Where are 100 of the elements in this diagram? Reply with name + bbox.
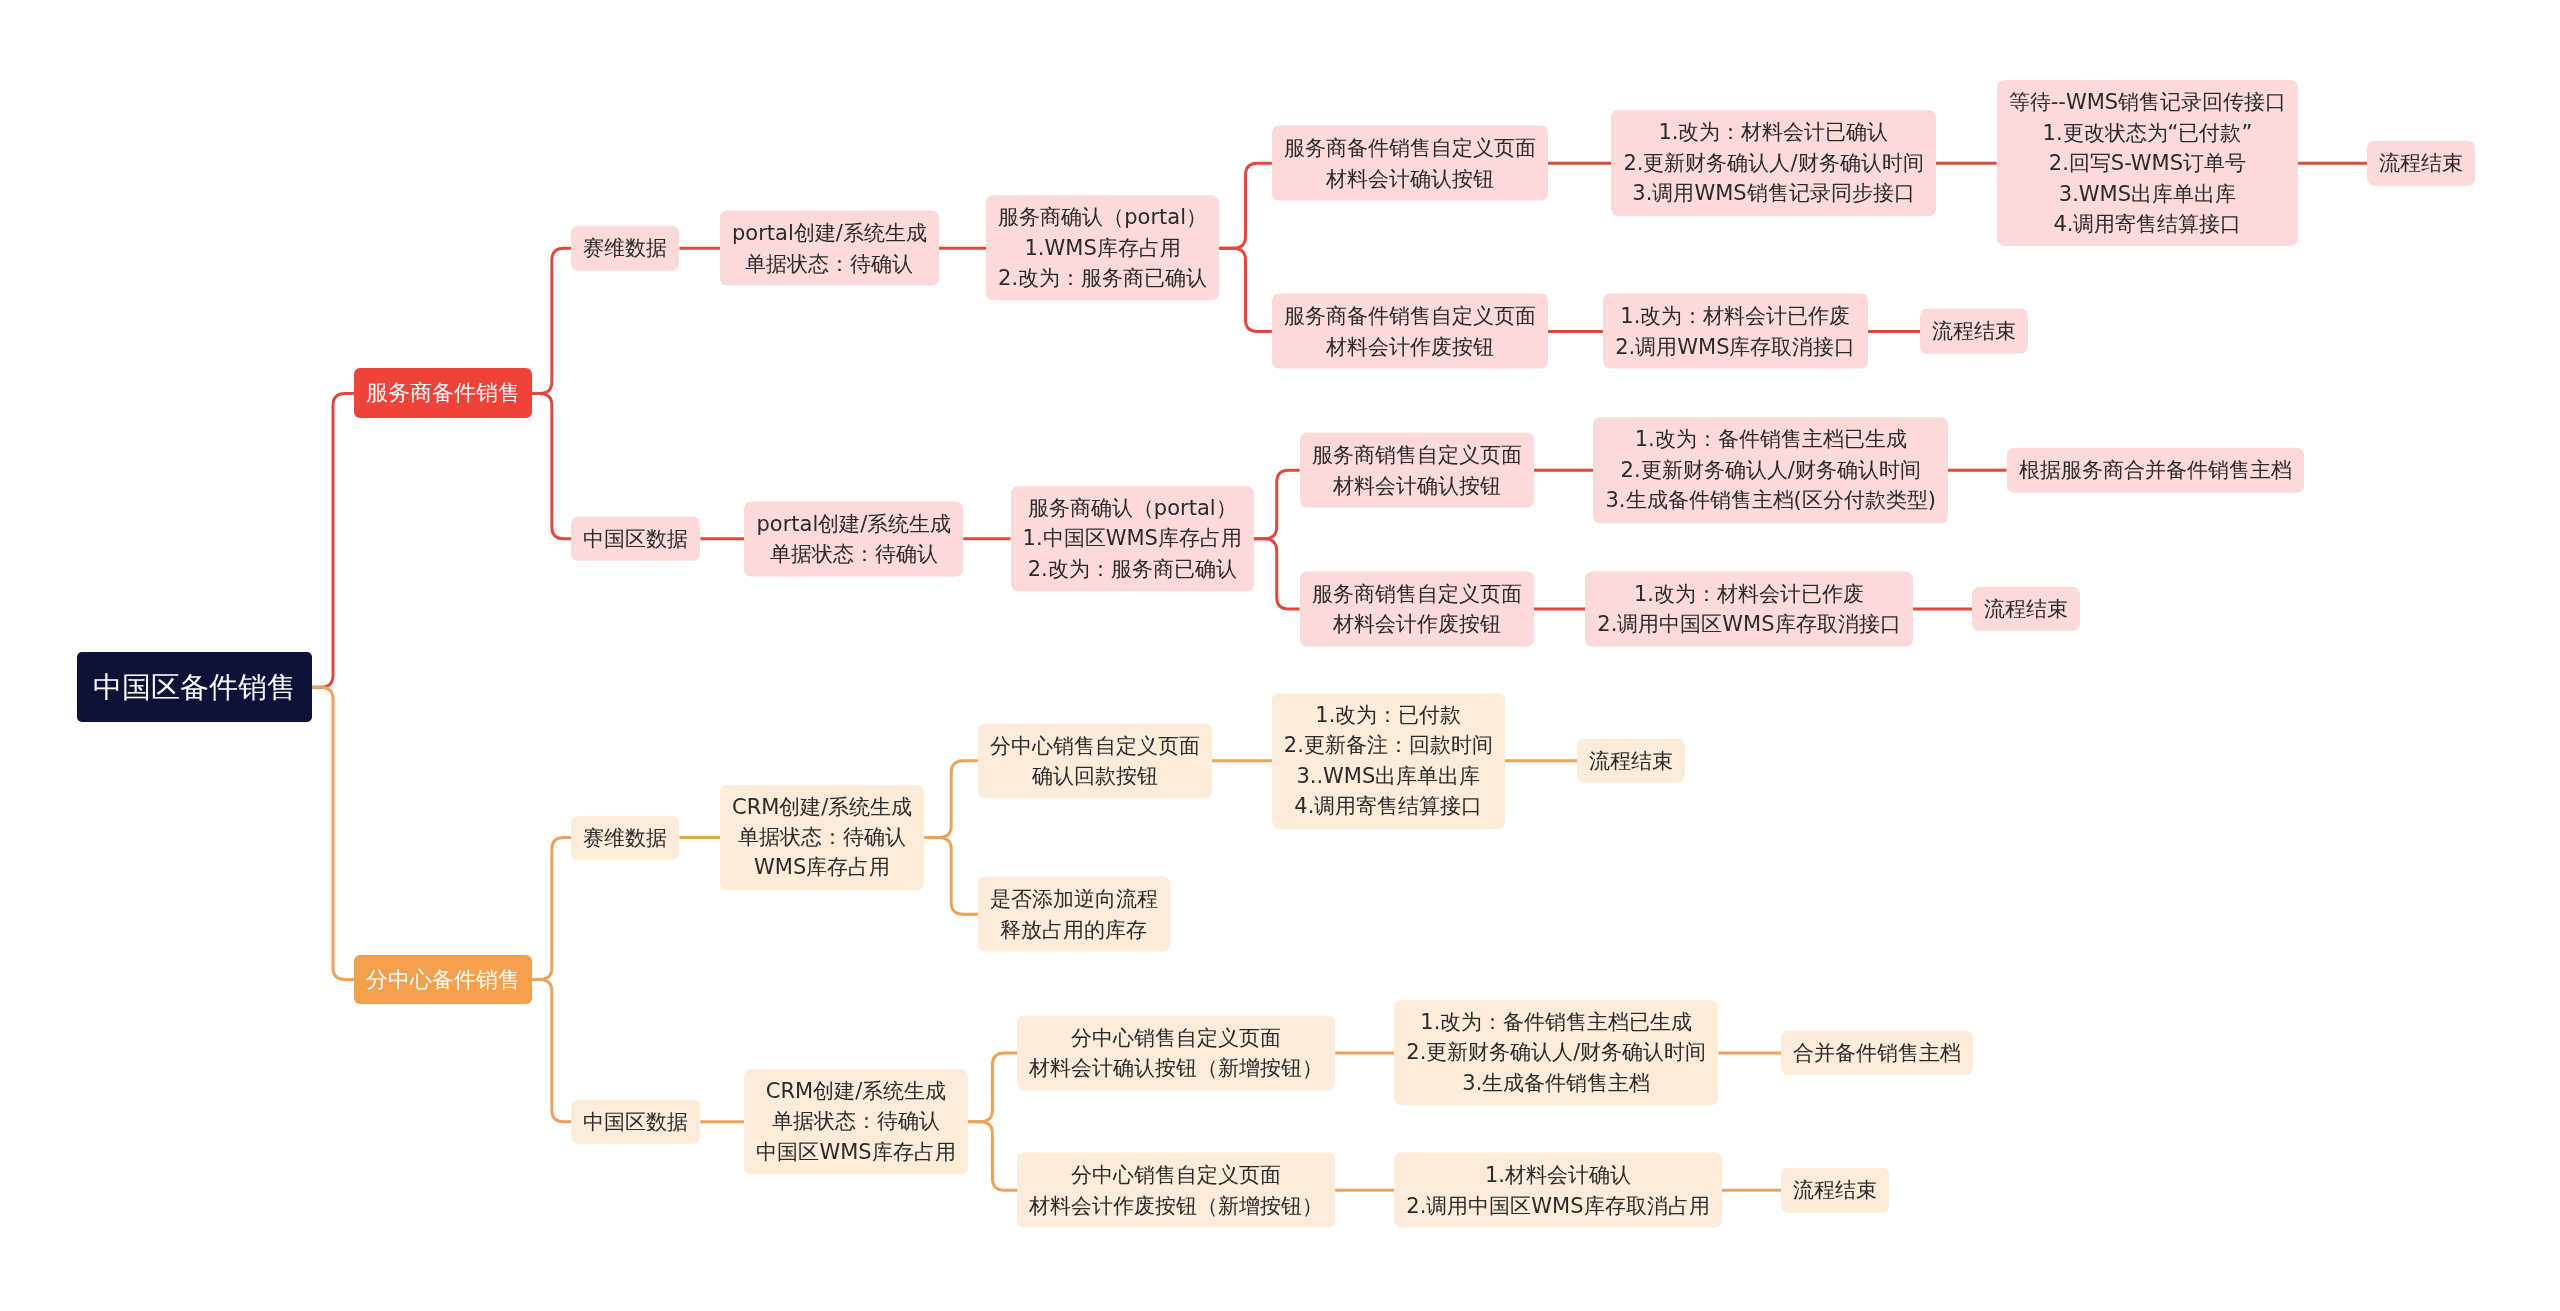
root-topic <box>76 652 312 723</box>
topic-box <box>1017 1015 1336 1091</box>
topic-text: 4.调用寄售结算接口 <box>1294 793 1483 821</box>
topic-text: 3.生成备件销售主档(区分付款类型) <box>1605 487 1936 515</box>
topic-box <box>744 1068 968 1175</box>
topic-box <box>1010 486 1254 592</box>
topic-text: 单据状态：待确认 <box>745 250 914 278</box>
topic-box <box>720 784 925 891</box>
topic-box <box>1603 294 1868 369</box>
topic-text: 1.改为：材料会计已作废 <box>1633 580 1864 608</box>
connector-line <box>1533 607 1586 611</box>
topic-text: 是否添加逆向流程 <box>989 885 1158 913</box>
topic-box <box>1996 80 2299 247</box>
topic-text: 中国区数据 <box>583 525 689 553</box>
topic-text: 中国区备件销售 <box>92 669 296 707</box>
topic-text: 赛维数据 <box>583 234 668 262</box>
topic-text: 流程结束 <box>1793 1177 1878 1204</box>
topic-text: 2.改为：服务商已确认 <box>1027 556 1237 583</box>
topic-box <box>1271 294 1548 369</box>
topic-box <box>1299 571 1534 647</box>
topic-text: 材料会计作废按钮 <box>1325 333 1494 361</box>
topic-text: 赛维数据 <box>583 824 668 852</box>
topic-box <box>571 1099 701 1144</box>
topic-text: 分中心备件销售 <box>366 965 521 994</box>
connector-line <box>700 537 745 541</box>
connector-line <box>2298 161 2368 165</box>
topic-text: 2.更新财务确认人/财务确认时间 <box>1406 1039 1707 1067</box>
topic-text: 确认回款按钮 <box>1031 762 1158 790</box>
topic-text: CRM创建/系统生成 <box>765 1077 947 1105</box>
topic-text: 2.调用WMS库存取消接口 <box>1615 333 1856 361</box>
topic-text: 服务商备件销售自定义页面 <box>1283 303 1536 330</box>
topic-text: 单据状态：待确认 <box>772 1108 941 1136</box>
topic-box <box>977 876 1170 952</box>
branch-topic <box>354 368 533 419</box>
topic-text: 3..WMS出库单出库 <box>1296 762 1481 790</box>
topic-text: 2.更新财务确认人/财务确认时间 <box>1620 457 1921 484</box>
connector-line <box>963 537 1011 541</box>
connector-line <box>679 836 720 840</box>
topic-text: 中国区数据 <box>583 1108 689 1136</box>
topic-box <box>744 501 964 577</box>
topic-box <box>2367 141 2476 186</box>
topic-text: 分中心销售自定义页面 <box>1071 1024 1282 1052</box>
topic-box <box>1611 110 1936 216</box>
topic-box <box>986 195 1220 301</box>
topic-text: 服务商确认（portal） <box>998 204 1207 232</box>
topic-box <box>1394 1000 1719 1106</box>
topic-text: 流程结束 <box>1589 747 1674 775</box>
topic-text: 分中心销售自定义页面 <box>989 732 1200 760</box>
connector-line <box>1211 759 1272 763</box>
topic-box <box>1394 1152 1722 1228</box>
topic-text: 材料会计确认按钮 <box>1325 165 1494 193</box>
topic-text: 释放占用的库存 <box>1000 916 1148 944</box>
topic-text: 分中心销售自定义页面 <box>1071 1161 1282 1189</box>
topic-text: 中国区WMS库存占用 <box>756 1138 956 1166</box>
topic-box <box>2006 448 2304 493</box>
topic-text: WMS库存占用 <box>754 854 891 882</box>
topic-text: 材料会计作废按钮 <box>1332 610 1501 638</box>
connector-line <box>1935 161 1997 165</box>
branch-topic <box>354 954 533 1005</box>
topic-box <box>1299 432 1534 508</box>
topic-text: 2.更新财务确认人/财务确认时间 <box>1623 150 1924 178</box>
topic-box <box>571 225 680 271</box>
connector-line <box>1867 329 1920 333</box>
topic-text: portal创建/系统生成 <box>756 510 952 538</box>
topic-text: 1.改为：已付款 <box>1315 701 1462 729</box>
topic-text: 等待--WMS销售记录回传接口 <box>2008 89 2287 117</box>
topic-text: 材料会计确认按钮 <box>1332 472 1501 500</box>
topic-text: 流程结束 <box>1932 318 2016 346</box>
topic-text: 服务商备件销售自定义页面 <box>1283 134 1536 162</box>
connector-line <box>1504 759 1578 763</box>
topic-text: 1.改为：备件销售主档已生成 <box>1634 426 1907 454</box>
topic-box <box>1972 586 2081 632</box>
topic-box <box>1781 1030 1974 1076</box>
topic-text: portal创建/系统生成 <box>732 219 927 247</box>
connector-line <box>532 391 572 541</box>
topic-text: 材料会计确认按钮（新增按钮） <box>1029 1055 1324 1083</box>
topic-text: 3.生成备件销售主档 <box>1462 1070 1651 1098</box>
connector-line <box>938 246 987 250</box>
topic-text: 1.改为：备件销售主档已生成 <box>1420 1009 1693 1037</box>
connector-line <box>1547 161 1612 165</box>
topic-text: 1.改为：材料会计已作废 <box>1620 303 1851 330</box>
topic-text: 2.更新备注：回款时间 <box>1283 732 1493 760</box>
topic-text: 单据状态：待确认 <box>738 824 907 852</box>
topic-box <box>1920 309 2028 354</box>
connector-line <box>679 246 720 250</box>
connector-line <box>1335 1188 1395 1192</box>
connector-line <box>967 1120 1018 1192</box>
topic-text: 4.调用寄售结算接口 <box>2053 210 2242 238</box>
connector-line <box>1253 537 1300 611</box>
topic-text: 流程结束 <box>2379 150 2464 178</box>
topic-box <box>977 723 1212 799</box>
connector-line <box>1718 1051 1782 1055</box>
topic-text: 2.调用中国区WMS库存取消接口 <box>1597 610 1901 638</box>
topic-text: 2.回写S-WMS订单号 <box>2048 150 2247 178</box>
topic-text: CRM创建/系统生成 <box>732 793 913 821</box>
topic-text: 材料会计作废按钮（新增按钮） <box>1029 1192 1324 1220</box>
topic-box <box>1271 692 1505 829</box>
topic-text: 3.调用WMS销售记录同步接口 <box>1632 180 1915 208</box>
topic-text: 3.WMS出库单出库 <box>2058 180 2237 208</box>
topic-text: 单据状态：待确认 <box>769 540 938 568</box>
